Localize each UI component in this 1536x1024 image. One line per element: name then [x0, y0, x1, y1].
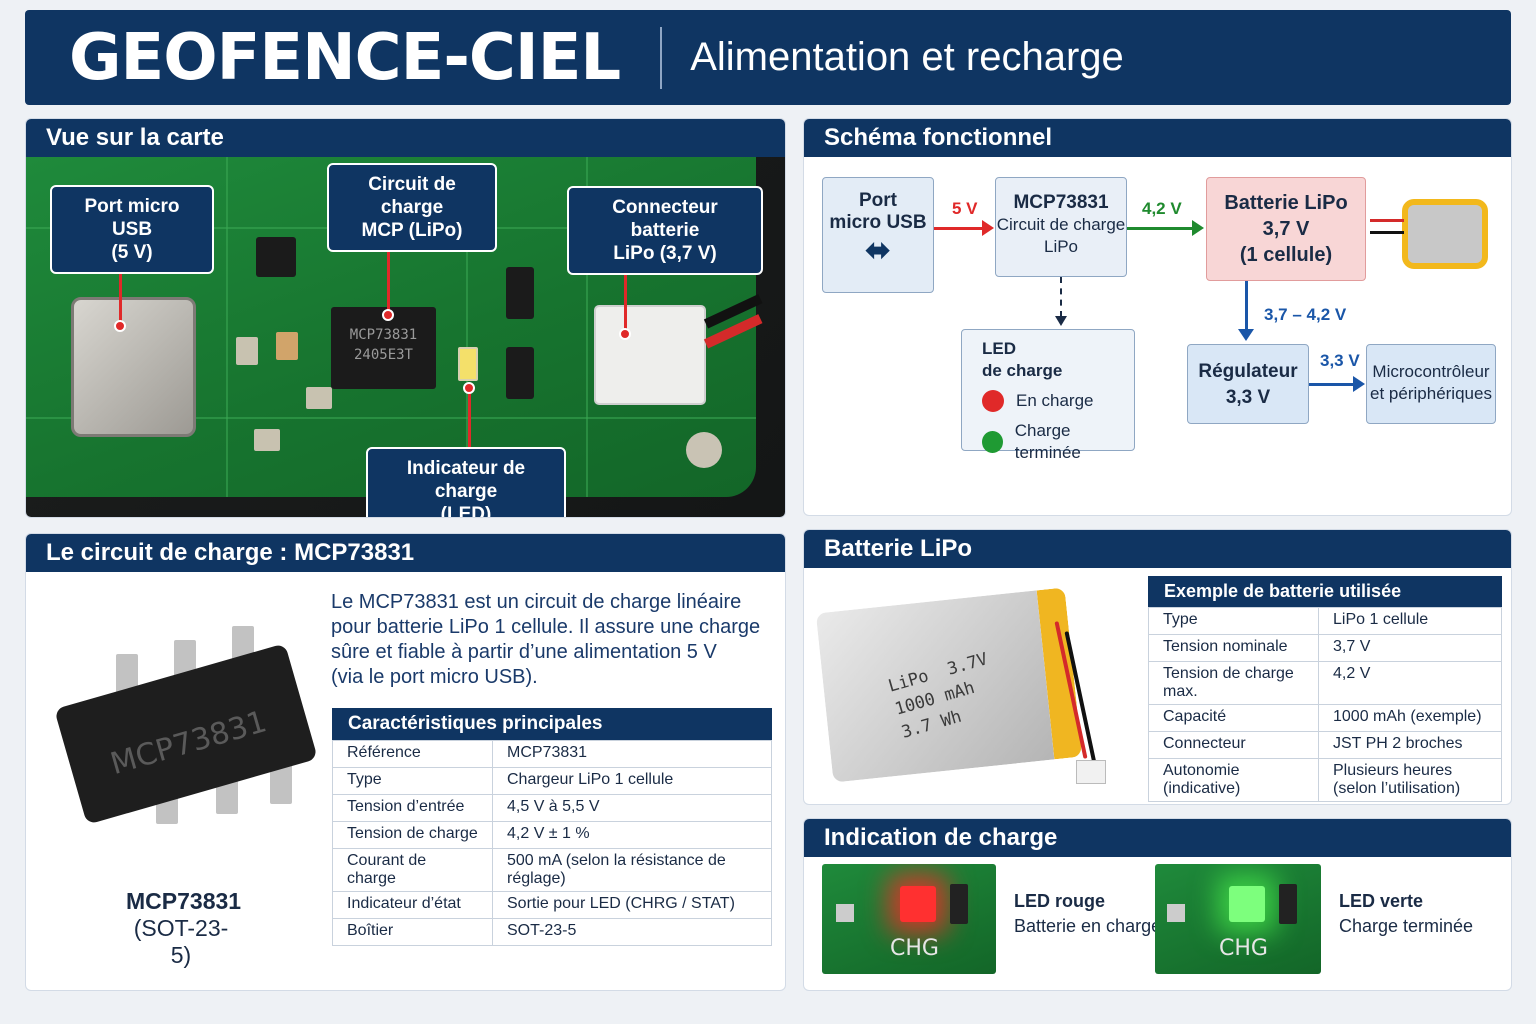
- indication-panel: Indication de charge CHG LED rouge Batte…: [803, 818, 1512, 991]
- voltage-range: 3,7 – 4,2 V: [1264, 305, 1347, 324]
- battery-panel: Batterie LiPo LiPo 3.7V 1000 mAh 3.7 Wh …: [803, 529, 1512, 805]
- green-led-text: LED verte Charge terminée: [1339, 891, 1474, 936]
- schema-usb-box: Port micro USB ⬌: [822, 177, 934, 293]
- charger-title: Le circuit de charge : MCP73831: [26, 534, 785, 572]
- row-label: Tension de charge: [332, 821, 493, 849]
- usb-connector: [71, 297, 196, 437]
- battery-table-title: Exemple de batterie utilisée: [1148, 576, 1502, 607]
- row-label: Type: [1148, 607, 1319, 635]
- charge-led: [458, 347, 478, 381]
- brand-title: GEOFENCE-CIEL: [69, 20, 621, 95]
- voltage-5v: 5 V: [952, 199, 978, 218]
- jst-connector: [594, 305, 706, 405]
- callout-usb: Port micro USB (5 V): [50, 185, 214, 274]
- callout-mcp: Circuit de charge MCP (LiPo): [327, 163, 497, 252]
- row-value: 500 mA (selon la résistance de réglage): [492, 848, 772, 892]
- row-label: Tension de charge max.: [1148, 661, 1319, 705]
- row-label: Connecteur: [1148, 731, 1319, 759]
- battery-illustration: LiPo 3.7V 1000 mAh 3.7 Wh: [815, 587, 1124, 790]
- red-led-text: LED rouge Batterie en charge: [1014, 891, 1162, 936]
- row-value: SOT-23-5: [492, 918, 772, 946]
- row-value: Sortie pour LED (CHRG / STAT): [492, 891, 772, 919]
- row-value: 4,2 V: [1318, 661, 1502, 705]
- board-view-title: Vue sur la carte: [26, 119, 785, 157]
- table-row: Tension de charge max.4,2 V: [1148, 661, 1502, 705]
- row-label: Indicateur d’état: [332, 891, 493, 919]
- schema-mcu-box: Microcontrôleur et périphériques: [1366, 344, 1496, 424]
- row-value: Plusieurs heures (selon l’utilisation): [1318, 758, 1502, 802]
- row-value: 4,2 V ± 1 %: [492, 821, 772, 849]
- row-label: Tension d’entrée: [332, 794, 493, 822]
- row-label: Autonomie (indicative): [1148, 758, 1319, 802]
- schema-title: Schéma fonctionnel: [804, 119, 1511, 157]
- row-label: Courant de charge: [332, 848, 493, 892]
- red-led-icon: [982, 390, 1004, 412]
- header-subtitle: Alimentation et recharge: [690, 35, 1124, 79]
- row-value: LiPo 1 cellule: [1318, 607, 1502, 635]
- row-label: Capacité: [1148, 704, 1319, 732]
- mcp-chip-illustration: MCP73831: [54, 626, 318, 825]
- charger-description: Le MCP73831 est un circuit de charge lin…: [331, 591, 761, 688]
- indication-title: Indication de charge: [804, 819, 1511, 857]
- row-value: 3,7 V: [1318, 634, 1502, 662]
- green-led-icon: [982, 431, 1003, 453]
- schema-battery-icon: [1402, 199, 1488, 269]
- charger-table-title: Caractéristiques principales: [332, 708, 772, 740]
- row-value: Chargeur LiPo 1 cellule: [492, 767, 772, 795]
- red-led-photo: CHG: [822, 864, 996, 974]
- row-value: JST PH 2 broches: [1318, 731, 1502, 759]
- charger-panel: Le circuit de charge : MCP73831 MCP73831…: [25, 533, 786, 991]
- chip-caption: MCP73831 (SOT-23-5): [126, 888, 242, 968]
- callout-led: Indicateur de charge (LED): [366, 447, 566, 517]
- row-label: Boîtier: [332, 918, 493, 946]
- battery-title: Batterie LiPo: [804, 530, 1511, 568]
- row-value: 1000 mAh (exemple): [1318, 704, 1502, 732]
- green-led-photo: CHG: [1155, 864, 1321, 974]
- schema-battery-box: Batterie LiPo 3,7 V (1 cellule): [1206, 177, 1366, 281]
- row-value: 4,5 V à 5,5 V: [492, 794, 772, 822]
- header-divider: [660, 26, 663, 89]
- schema-led-box: LED de charge En charge Charge terminée: [961, 329, 1135, 462]
- schema-panel: Schéma fonctionnel Port micro USB ⬌ MCP7…: [803, 118, 1512, 516]
- callout-battery: Connecteur batterie LiPo (3,7 V): [567, 186, 763, 275]
- header-banner: GEOFENCE-CIEL Alimentation et recharge: [25, 10, 1511, 105]
- board-view-panel: Vue sur la carte MCP73831 2405E3T: [25, 118, 786, 518]
- usb-icon: ⬌: [865, 234, 891, 267]
- voltage-4v2: 4,2 V: [1142, 199, 1182, 218]
- table-row: Autonomie (indicative)Plusieurs heures (…: [1148, 758, 1502, 802]
- schema-regulator-box: Régulateur 3,3 V: [1187, 344, 1309, 424]
- board-photo: MCP73831 2405E3T Port micro USB (5 V) Ci…: [26, 157, 785, 517]
- schema-mcp-box: MCP73831 Circuit de charge LiPo: [995, 177, 1127, 277]
- row-value: MCP73831: [492, 740, 772, 768]
- row-label: Référence: [332, 740, 493, 768]
- mcp-chip: MCP73831 2405E3T: [331, 307, 436, 389]
- voltage-3v3: 3,3 V: [1320, 351, 1360, 370]
- row-label: Tension nominale: [1148, 634, 1319, 662]
- row-label: Type: [332, 767, 493, 795]
